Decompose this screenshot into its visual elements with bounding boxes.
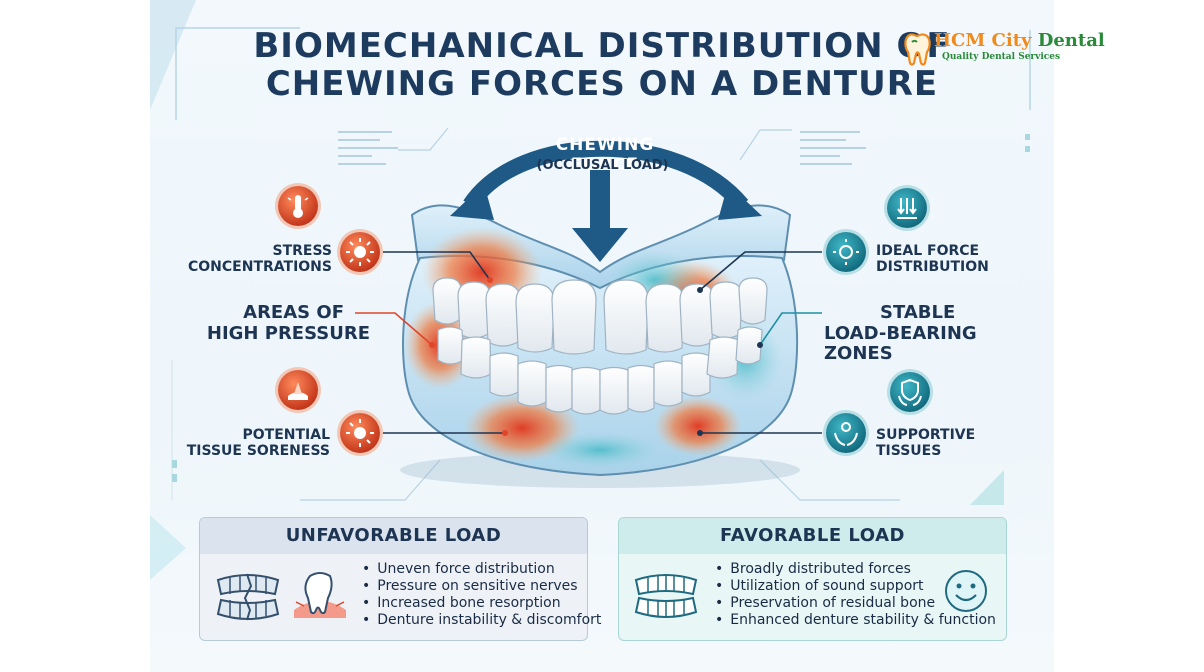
ideal-label-line-2: DISTRIBUTION: [876, 259, 989, 276]
list-item: Pressure on sensitive nerves: [362, 578, 601, 595]
list-item: Enhanced denture stability & function: [715, 612, 996, 629]
high-pressure-label: AREAS OF HIGH PRESSURE: [180, 302, 370, 344]
tooth-logo-icon: [904, 33, 931, 66]
favorable-load-heading: FAVORABLE LOAD: [619, 518, 1006, 554]
stress-label-line-1: STRESS: [272, 243, 332, 259]
shield-hands-icon: [890, 372, 930, 412]
favorable-load-list: Broadly distributed forces Utilization o…: [715, 561, 996, 629]
gum-pain-icon: [278, 370, 318, 410]
occlusal-load-label: (OCCLUSAL LOAD): [536, 158, 669, 173]
list-item: Preservation of residual bone: [715, 595, 996, 612]
list-item: Denture instability & discomfort: [362, 612, 601, 629]
supportive-label-line-1: SUPPORTIVE: [876, 427, 976, 443]
supportive-label-line-2: TISSUES: [876, 443, 942, 460]
unfavorable-load-list: Uneven force distribution Pressure on se…: [362, 561, 601, 629]
smile-icon: [945, 570, 987, 612]
denture-icon: [634, 574, 698, 618]
unfavorable-load-heading: UNFAVORABLE LOAD: [200, 518, 587, 554]
sun-burst-icon: [340, 232, 380, 272]
hands-icon: [826, 413, 866, 453]
stable-label-line-1: STABLE: [880, 302, 956, 323]
stress-concentrations-label: STRESS CONCENTRATIONS: [180, 243, 332, 275]
clinic-name-city: HCM City: [934, 30, 1032, 51]
sore-tooth-icon: [294, 572, 346, 618]
list-item: Uneven force distribution: [362, 561, 601, 578]
pressure-label-line-2: HIGH PRESSURE: [206, 322, 370, 344]
ideal-force-label: IDEAL FORCE DISTRIBUTION: [876, 243, 1016, 275]
ideal-label-line-1: IDEAL FORCE: [876, 243, 980, 259]
stable-label-line-2: LOAD-BEARING ZONES: [824, 322, 977, 365]
page-title-line-2: CHEWING FORCES ON A DENTURE: [265, 64, 939, 104]
unfavorable-load-panel: UNFAVORABLE LOAD Uneven force distributi…: [199, 517, 601, 641]
stress-label-line-2: CONCENTRATIONS: [188, 259, 332, 276]
page-title-line-1: BIOMECHANICAL DISTRIBUTION OF: [253, 26, 951, 66]
stable-zones-label: STABLE LOAD-BEARING ZONES: [824, 302, 1024, 365]
favorable-load-panel: FAVORABLE LOAD Broadly distributed force…: [618, 517, 1007, 641]
tissue-soreness-label: POTENTIAL TISSUE SORENESS: [180, 427, 330, 459]
soreness-label-line-2: TISSUE SORENESS: [186, 443, 330, 460]
sun-icon: [826, 232, 866, 272]
broken-denture-icon: [216, 573, 280, 621]
soreness-label-line-1: POTENTIAL: [242, 427, 330, 443]
clinic-logo: HCM City Dental Quality Dental Services: [902, 30, 1105, 70]
sun-burst-icon-2: [340, 413, 380, 453]
clinic-tagline: Quality Dental Services: [942, 52, 1061, 62]
clinic-name-dental: Dental: [1037, 30, 1105, 51]
supportive-tissues-label: SUPPORTIVE TISSUES: [876, 427, 996, 459]
list-item: Increased bone resorption: [362, 595, 601, 612]
list-item: Utilization of sound support: [715, 578, 996, 595]
chewing-force-label: CHEWING FORCE: [555, 135, 655, 175]
clinic-name: HCM City Dental: [934, 30, 1105, 51]
down-arrows-icon: [887, 188, 927, 228]
pressure-label-line-1: AREAS OF: [243, 302, 344, 323]
thermometer-icon: [278, 186, 318, 226]
list-item: Broadly distributed forces: [715, 561, 996, 578]
